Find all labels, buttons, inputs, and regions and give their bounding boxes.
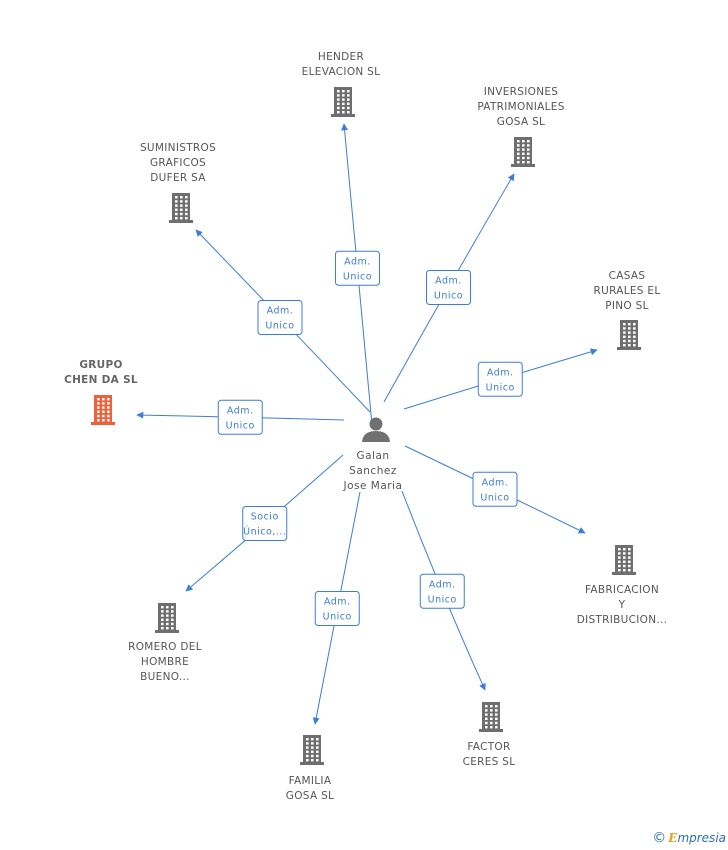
edge-role-label: Adm.Unico (480, 477, 509, 503)
building-icon (331, 87, 355, 117)
building-icon (169, 193, 193, 223)
edge-label-box (314, 591, 360, 626)
edge-factor[interactable]: Adm.Unico (401, 490, 486, 691)
edge-role-label: Adm.Unico (434, 276, 463, 302)
edge-suministros[interactable]: Adm.Unico (195, 229, 371, 413)
edge-casas[interactable]: Adm.Unico (403, 348, 598, 410)
edge-label-box (419, 573, 465, 609)
edge-label-box (242, 506, 288, 541)
building-icon (155, 603, 179, 633)
edge-label-box (477, 361, 523, 397)
edge-label-box (335, 250, 380, 286)
edge-hender[interactable]: Adm.Unico (335, 123, 380, 426)
building-icon (612, 545, 636, 575)
edge-label-box (217, 399, 263, 435)
edge-label-box (257, 300, 303, 335)
edge-role-label: Adm.Unico (226, 405, 255, 431)
edge-role-label: Adm.Unico (486, 367, 515, 393)
edge-role-label: Adm.Unico (343, 256, 372, 282)
building-icon (91, 395, 115, 425)
edge-role-label: Adm.Unico (428, 579, 457, 605)
building-icon (300, 735, 324, 765)
edge-familia[interactable]: Adm.Unico (312, 491, 361, 725)
edge-label-box (426, 270, 471, 305)
edge-inversiones[interactable]: Adm.Unico (383, 173, 515, 403)
copyright-icon: © (652, 830, 667, 846)
edge-label-box (472, 471, 518, 507)
edge-grupo[interactable]: Adm.Unico (136, 399, 345, 435)
brand-name: mpresia (677, 831, 726, 845)
edge-role-label: Adm.Unico (265, 306, 294, 332)
brand-logo-initial: E (668, 831, 678, 845)
edge-fabricacion[interactable]: Adm.Unico (404, 445, 586, 534)
building-icon (617, 320, 641, 350)
footer-brand[interactable]: ©Empresia (652, 830, 726, 846)
edge-role-label: Adm.Unico (323, 597, 352, 623)
building-icon (479, 702, 503, 732)
building-icon (511, 137, 535, 167)
person-icon (362, 417, 390, 442)
